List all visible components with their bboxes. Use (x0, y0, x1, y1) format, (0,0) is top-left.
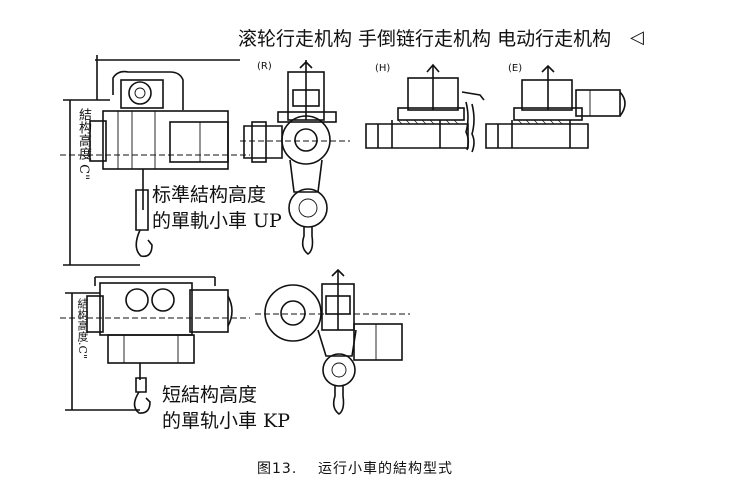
view-label-r: (R) (257, 61, 272, 72)
short-hoist-drawing (60, 276, 250, 414)
short-annotation-line2: 的單轨小車 KP (162, 410, 291, 432)
short-hoist-side-view (255, 268, 410, 415)
figure-number: 图13. (257, 461, 298, 477)
standard-annotation-line1: 标準結构高度 (152, 184, 267, 206)
lower-height-dimension-label: 結构高度.C" (76, 298, 89, 359)
figure-caption: 运行小車的結构型式 (318, 461, 453, 477)
standard-annotation-line2: 的單軌小車 UP (152, 210, 282, 232)
roller-trolley-view (240, 60, 350, 255)
hand-chain-trolley-view (365, 63, 485, 153)
electric-trolley-view (485, 64, 626, 149)
upper-height-dimension-label: 結构高度 C" (76, 108, 91, 181)
view-label-e: (E) (508, 63, 523, 74)
standard-hoist-drawing (60, 55, 250, 266)
pointer-arrow-icon: ◁ (630, 27, 644, 48)
view-label-h: (H) (375, 63, 391, 74)
mechanisms-header: 滚轮行走机构 手倒链行走机构 电动行走机构 (238, 28, 612, 50)
short-annotation-line1: 短結构高度 (162, 384, 258, 406)
